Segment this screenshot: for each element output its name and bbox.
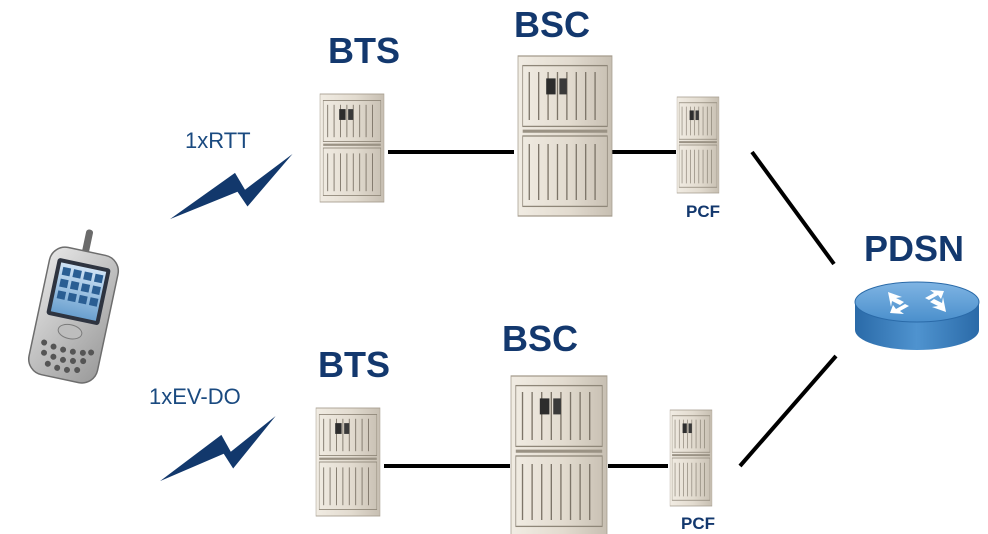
link-label-1xrtt: 1xRTT	[185, 128, 251, 153]
bts-top-label: BTS	[328, 30, 400, 71]
bts-bottom-label: BTS	[318, 344, 390, 385]
bsc-top-label: BSC	[514, 4, 591, 45]
pcf-bottom-rack-icon	[669, 409, 713, 507]
link-label-1xev-do: 1xEV-DO	[149, 384, 241, 409]
pcf-top-label: PCF	[686, 202, 720, 221]
link-pcf-pdsn-top	[750, 150, 836, 266]
bts-top-rack-icon	[318, 92, 386, 204]
pda-phone-icon	[28, 229, 120, 384]
pcf-bottom-label: PCF	[681, 514, 715, 533]
pdsn-label: PDSN	[864, 228, 965, 269]
bsc-bottom-label: BSC	[502, 318, 579, 359]
bsc-bottom-rack-icon	[509, 374, 609, 534]
bsc-top-rack-icon	[516, 54, 614, 218]
lightning-icon-top	[170, 154, 293, 220]
link-pcf-pdsn-bottom	[738, 354, 838, 468]
router-icon	[854, 281, 980, 350]
lightning-icon-bottom	[160, 416, 276, 482]
bts-bottom-rack-icon	[314, 406, 382, 518]
pcf-top-rack-icon	[676, 96, 720, 194]
